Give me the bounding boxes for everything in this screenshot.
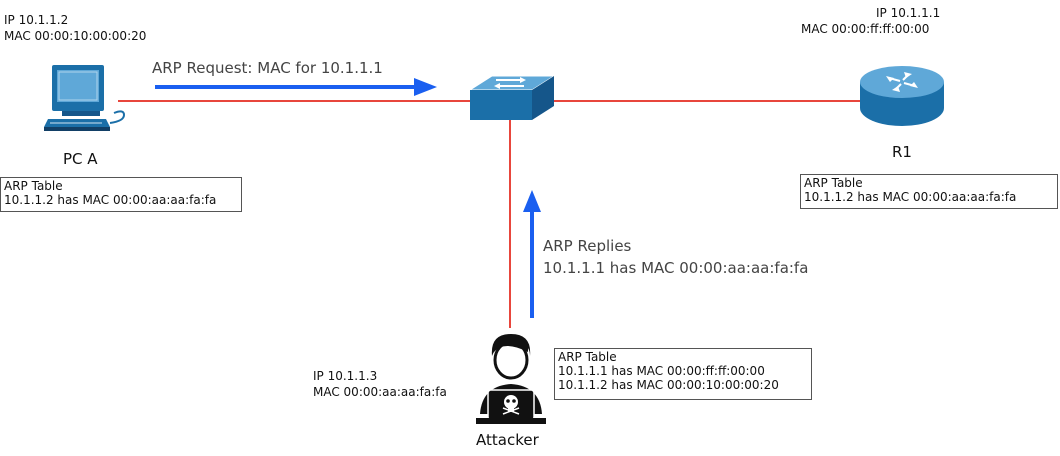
router-icon[interactable] (856, 64, 948, 130)
pc-icon[interactable] (40, 63, 128, 141)
attacker-arp-entry: 10.1.1.2 has MAC 00:00:10:00:00:20 (558, 378, 779, 392)
r1-arp-entry: 10.1.1.2 has MAC 00:00:aa:aa:fa:fa (804, 190, 1017, 204)
switch-icon[interactable] (466, 70, 558, 124)
arp-request-label: ARP Request: MAC for 10.1.1.1 (152, 59, 383, 77)
arp-replies-title: ARP Replies (543, 237, 632, 255)
pca-arp-table: ARP Table 10.1.1.2 has MAC 00:00:aa:aa:f… (0, 177, 242, 212)
arp-replies-detail: 10.1.1.1 has MAC 00:00:aa:aa:fa:fa (543, 259, 809, 277)
pca-label: PC A (63, 150, 98, 168)
arp-reply-arrow (523, 190, 541, 318)
attacker-arp-table: ARP Table 10.1.1.1 has MAC 00:00:ff:ff:0… (554, 348, 812, 400)
attacker-ip: IP 10.1.1.3 (313, 369, 378, 383)
pca-mac: MAC 00:00:10:00:00:20 (4, 29, 147, 43)
attacker-arp-table-title: ARP Table (558, 350, 617, 364)
attacker-icon[interactable] (470, 330, 552, 426)
arp-request-arrow (155, 78, 437, 96)
r1-ip: IP 10.1.1.1 (876, 6, 941, 20)
pca-arp-table-title: ARP Table (4, 179, 63, 193)
r1-mac: MAC 00:00:ff:ff:00:00 (801, 22, 930, 36)
attacker-mac: MAC 00:00:aa:aa:fa:fa (313, 385, 447, 399)
r1-arp-table: ARP Table 10.1.1.2 has MAC 00:00:aa:aa:f… (800, 174, 1058, 209)
pca-arp-entry: 10.1.1.2 has MAC 00:00:aa:aa:fa:fa (4, 193, 217, 207)
r1-arp-table-title: ARP Table (804, 176, 863, 190)
attacker-label: Attacker (476, 431, 539, 449)
pca-ip: IP 10.1.1.2 (4, 13, 69, 27)
r1-label: R1 (892, 143, 912, 161)
attacker-arp-entry: 10.1.1.1 has MAC 00:00:ff:ff:00:00 (558, 364, 765, 378)
